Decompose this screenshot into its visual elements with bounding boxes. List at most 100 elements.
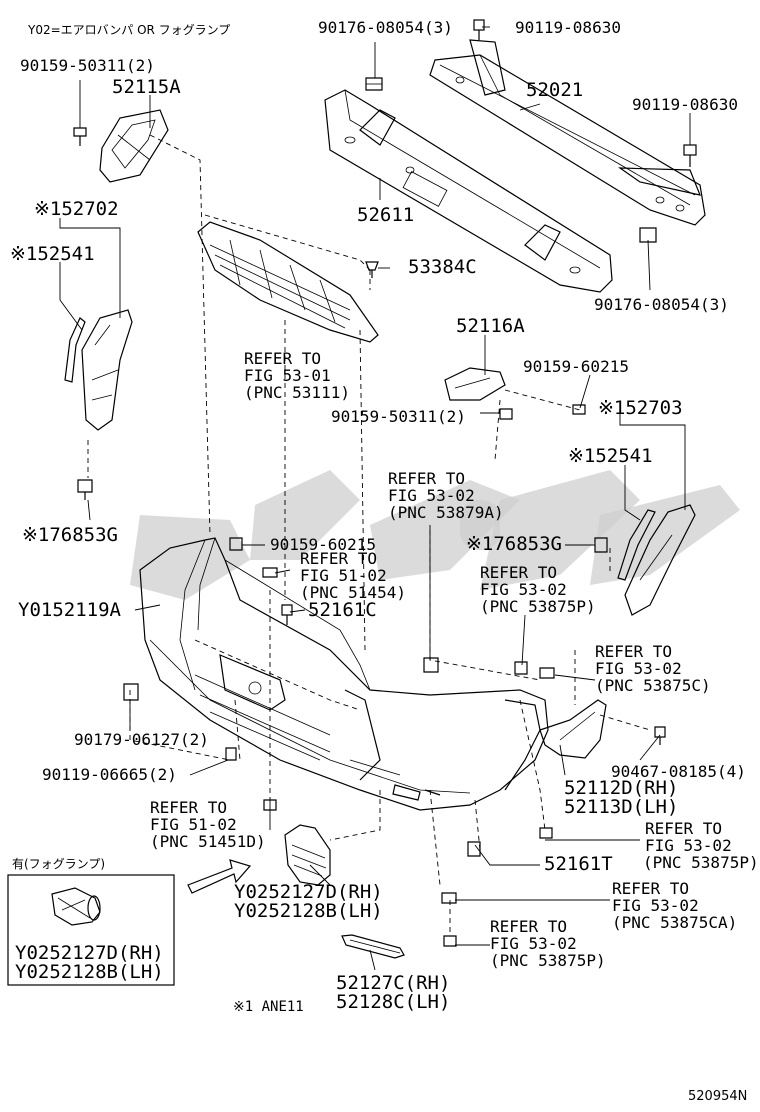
figure-reference[interactable]: REFER TO FIG 53-02 (PNC 53875P) bbox=[480, 564, 596, 615]
part-label[interactable]: 52113D(LH) bbox=[564, 796, 679, 818]
part-label[interactable]: 52116A bbox=[456, 315, 525, 337]
part-label[interactable]: Y0252127D(RH) bbox=[234, 881, 383, 903]
figure-reference[interactable]: REFER TO FIG 51-02 (PNC 51454) bbox=[300, 550, 406, 601]
clip-icon bbox=[229, 537, 243, 551]
nut-icon bbox=[639, 227, 657, 243]
part-label[interactable]: 90119-08630 bbox=[632, 95, 738, 114]
arrow-icon bbox=[187, 859, 252, 894]
figure-reference[interactable]: REFER TO FIG 53-02 (PNC 53875P) bbox=[643, 819, 759, 872]
part-label[interactable]: 90159-50311(2) bbox=[20, 56, 155, 75]
ref-line: REFER TO bbox=[490, 917, 568, 936]
side-panel-52112D bbox=[539, 699, 607, 759]
part-label[interactable]: Y0252127D(RH) bbox=[15, 942, 164, 964]
lower-molding bbox=[341, 934, 405, 959]
part-label[interactable]: ※152703 bbox=[598, 397, 683, 419]
bolt-icon bbox=[572, 404, 586, 415]
part-label[interactable]: Y0252128B(LH) bbox=[234, 900, 383, 922]
bolt-icon bbox=[263, 799, 277, 811]
ref-line: (PNC 53879A) bbox=[388, 503, 504, 522]
nut-icon bbox=[365, 77, 383, 91]
fasteners bbox=[73, 19, 697, 947]
nut-icon bbox=[514, 661, 528, 675]
bracket-52115A bbox=[99, 109, 169, 183]
part-label[interactable]: ※176853G bbox=[22, 524, 118, 546]
figure-reference[interactable]: REFER TO FIG 53-02 (PNC 53879A) bbox=[388, 470, 504, 521]
clip-icon bbox=[77, 479, 93, 500]
inset-title: 有(フォグランプ) bbox=[12, 857, 106, 871]
bolt-icon bbox=[654, 726, 666, 745]
part-label[interactable]: ※152541 bbox=[568, 445, 653, 467]
ref-line: (PNC 51454) bbox=[300, 583, 406, 602]
ref-line: REFER TO bbox=[645, 819, 723, 838]
figure-reference[interactable]: REFER TO FIG 53-02 (PNC 53875P) bbox=[490, 918, 606, 969]
ref-line: FIG 53-02 bbox=[645, 836, 732, 855]
ref-line: (PNC 53111) bbox=[244, 383, 350, 402]
side-molding-left bbox=[64, 309, 133, 431]
part-label[interactable]: Y0152119A bbox=[18, 599, 121, 621]
part-label[interactable]: 52128C(LH) bbox=[336, 991, 451, 1013]
side-molding-right bbox=[617, 504, 696, 616]
part-label[interactable]: 90159-60215 bbox=[270, 535, 376, 554]
figure-reference[interactable]: REFER TO FIG 53-02 (PNC 53875C) bbox=[595, 643, 711, 694]
ref-line: REFER TO bbox=[480, 563, 558, 582]
clip-icon bbox=[262, 567, 278, 578]
ref-line: (PNC 53875P) bbox=[643, 853, 759, 872]
inset-box bbox=[7, 874, 175, 986]
nut-icon bbox=[123, 683, 139, 701]
clip-icon bbox=[594, 537, 608, 553]
figure-reference[interactable]: REFER TO FIG 53-02 (PNC 53875CA) bbox=[612, 880, 737, 931]
part-label[interactable]: 90119-06665(2) bbox=[42, 765, 177, 784]
figure-reference[interactable]: REFER TO FIG 51-02 (PNC 51451D) bbox=[150, 799, 266, 850]
ref-line: (PNC 51451D) bbox=[150, 832, 266, 851]
footnote: ※1 ANE11 bbox=[233, 999, 304, 1015]
bolt-icon bbox=[683, 144, 697, 167]
clip-icon bbox=[467, 841, 481, 857]
part-label[interactable]: 90467-08185(4) bbox=[611, 762, 746, 781]
watermark-logo bbox=[130, 470, 740, 600]
ref-line: (PNC 53875CA) bbox=[612, 913, 738, 932]
ref-line: FIG 51-02 bbox=[300, 566, 387, 585]
nut-icon bbox=[423, 657, 439, 673]
ref-line: (PNC 53875C) bbox=[595, 676, 711, 695]
part-label[interactable]: 52115A bbox=[112, 76, 181, 98]
ref-line: FIG 53-02 bbox=[612, 896, 699, 915]
part-label[interactable]: 90179-06127(2) bbox=[74, 730, 209, 749]
part-label[interactable]: ※152541 bbox=[10, 243, 95, 265]
part-label[interactable]: 90176-08054(3) bbox=[594, 295, 729, 314]
ref-line: REFER TO bbox=[244, 349, 322, 368]
ref-line: REFER TO bbox=[595, 642, 673, 661]
header-note: Y02=エアロバンパ OR フォグランプ bbox=[28, 23, 231, 37]
fog-lamp-cover bbox=[284, 824, 331, 886]
ref-line: FIG 53-02 bbox=[595, 659, 682, 678]
part-label[interactable]: 52161C bbox=[308, 599, 377, 621]
bolt-icon bbox=[499, 408, 513, 420]
figure-reference[interactable]: REFER TO FIG 53-01 (PNC 53111) bbox=[244, 350, 350, 401]
part-label[interactable]: ※152702 bbox=[34, 198, 119, 220]
ref-line: REFER TO bbox=[612, 879, 690, 898]
bolt-icon bbox=[473, 19, 485, 40]
part-label[interactable]: 52611 bbox=[357, 204, 415, 226]
ref-line: REFER TO bbox=[388, 469, 466, 488]
absorber-52611 bbox=[324, 89, 613, 293]
ref-line: FIG 53-01 bbox=[244, 366, 331, 385]
part-label[interactable]: Y0252128B(LH) bbox=[15, 961, 164, 983]
part-label[interactable]: 52161T bbox=[544, 853, 613, 875]
part-label[interactable]: 90176-08054(3) bbox=[318, 18, 453, 37]
ref-line: (PNC 53875P) bbox=[480, 597, 596, 616]
clip-icon bbox=[539, 667, 555, 679]
part-label[interactable]: 52021 bbox=[526, 79, 584, 101]
part-label[interactable]: ※176853G bbox=[466, 533, 562, 555]
clip-icon bbox=[281, 604, 293, 625]
part-label[interactable]: 52112D(RH) bbox=[564, 777, 679, 799]
part-label[interactable]: 90159-60215 bbox=[523, 357, 629, 376]
part-label[interactable]: 53384C bbox=[408, 256, 477, 278]
bolt-icon bbox=[443, 935, 457, 947]
figure-code: 520954N bbox=[688, 1089, 748, 1104]
part-label[interactable]: 90119-08630 bbox=[515, 18, 621, 37]
part-label[interactable]: 52127C(RH) bbox=[336, 972, 451, 994]
reinforcement-52021 bbox=[429, 39, 706, 226]
clip-icon bbox=[365, 261, 379, 278]
part-label[interactable]: 90159-50311(2) bbox=[331, 407, 466, 426]
